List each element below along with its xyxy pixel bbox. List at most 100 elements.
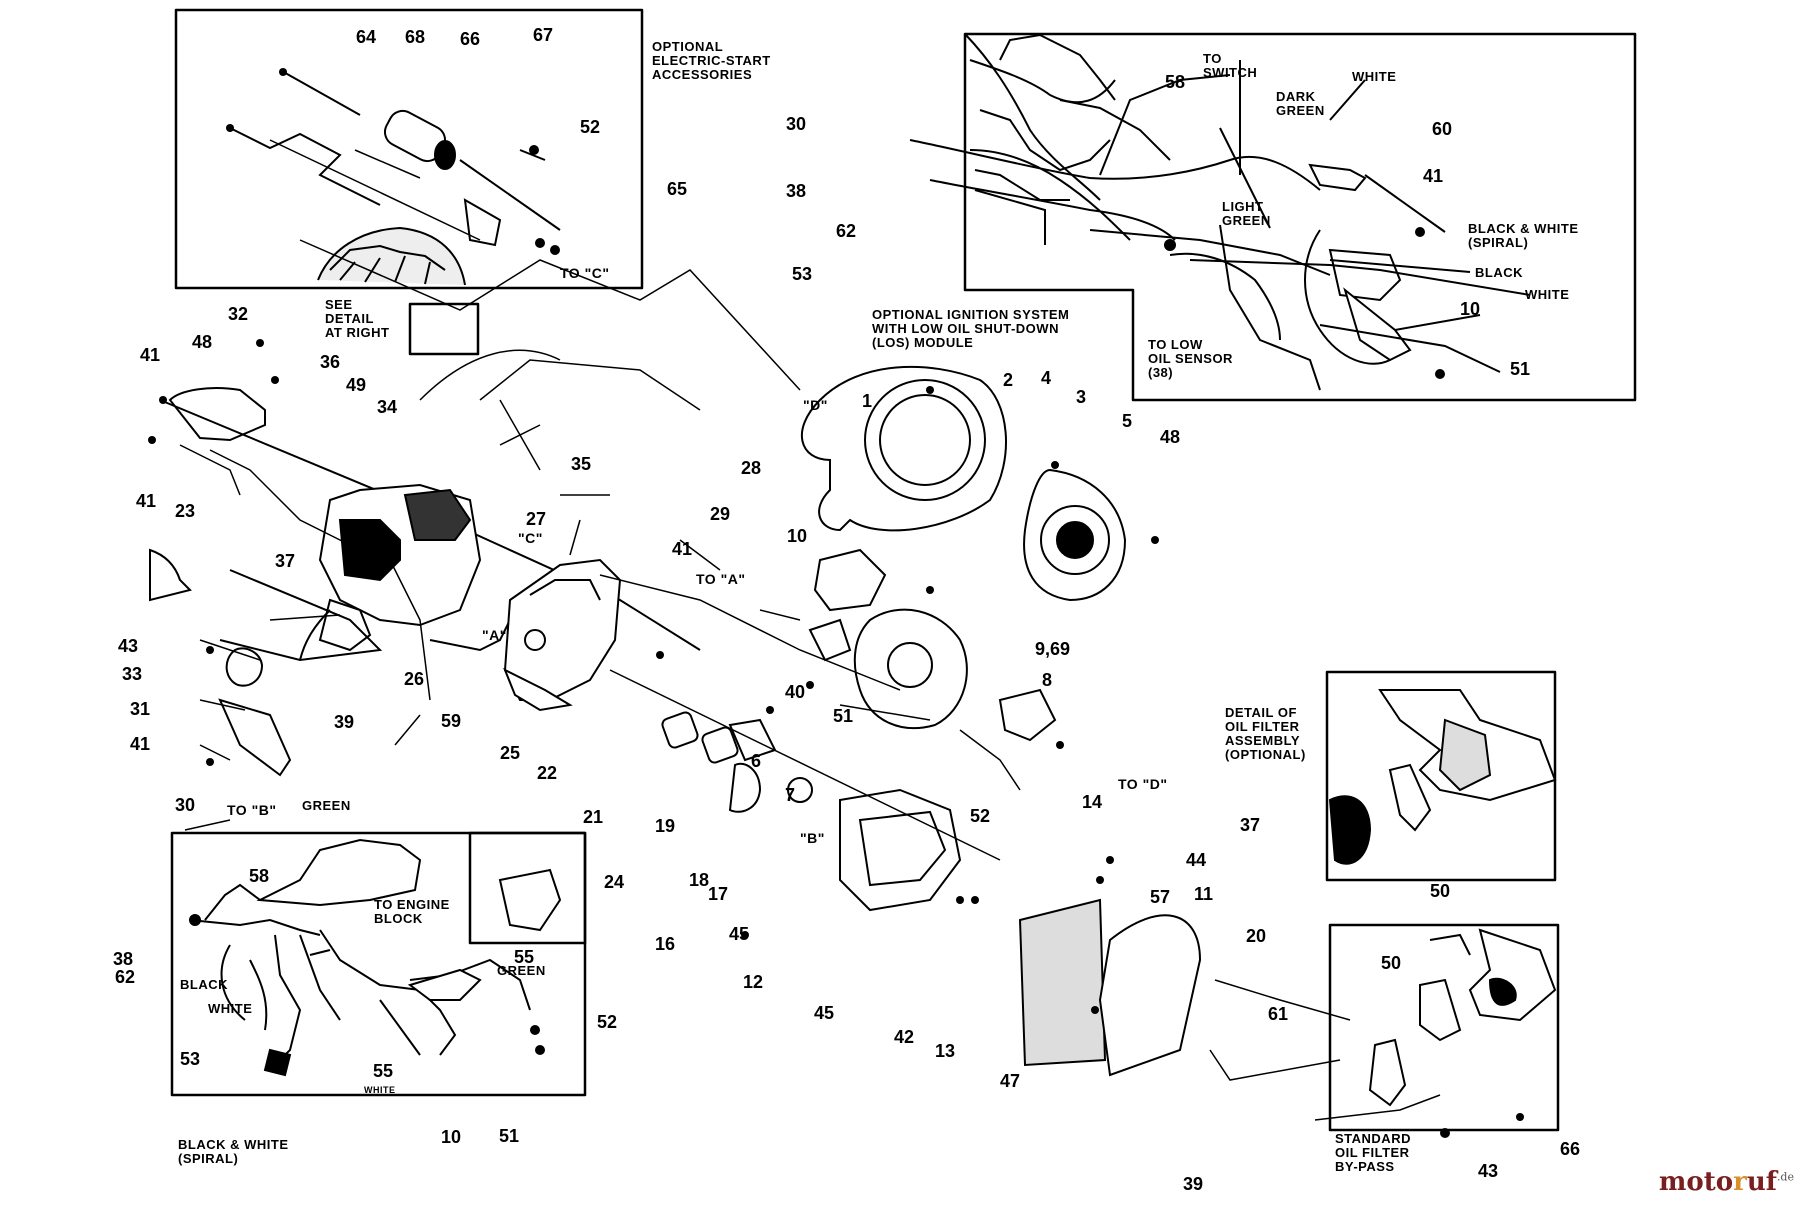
part-number-label: 66: [460, 29, 481, 49]
reference-letter-label: "A": [482, 627, 507, 643]
inset-wiring-bottom: [170, 831, 587, 1097]
part-number-label: 51: [499, 1126, 520, 1146]
part-number-label: 41: [672, 539, 693, 559]
part-number-label: 52: [580, 117, 601, 137]
part-number-label: 17: [708, 884, 729, 904]
caption-white-left: WHITE: [208, 1001, 253, 1016]
part-number-label: 40: [785, 682, 806, 702]
part-number-label: 51: [833, 706, 854, 726]
part-number-label: 68: [405, 27, 426, 47]
electric-start-parts: [229, 69, 561, 286]
caption-white-mid: WHITE: [1525, 287, 1570, 302]
part-number-label: 41: [1423, 166, 1444, 186]
part-number-label: 34: [377, 397, 398, 417]
engine-body: [149, 365, 1202, 1077]
part-number-label: 7: [785, 785, 796, 805]
part-number-label: 27: [526, 509, 547, 529]
part-number-label: 60: [1432, 119, 1453, 139]
part-number-label: 59: [441, 711, 462, 731]
inset-los-module: [963, 32, 1637, 402]
inset-oil-filter-detail: [1325, 670, 1557, 882]
caption-dark-green: DARK GREEN: [1276, 89, 1325, 119]
part-number-label: 10: [1460, 299, 1481, 319]
part-number-label: 48: [1160, 427, 1181, 447]
reference-letter-label: TO "D": [1118, 776, 1168, 792]
part-number-label: 11: [1194, 884, 1214, 904]
part-number-label: 48: [192, 332, 213, 352]
caption-black-white-spiral-top: BLACK & WHITE (SPIRAL): [1468, 221, 1579, 251]
caption-los-module: OPTIONAL IGNITION SYSTEM WITH LOW OIL SH…: [872, 307, 1070, 351]
part-number-label: 44: [1186, 850, 1207, 870]
part-number-label: 3: [1076, 387, 1087, 407]
part-number-label: 30: [786, 114, 807, 134]
reference-letter-label: TO "C": [560, 265, 610, 281]
inset-stator-detail: [468, 831, 587, 945]
part-number-label: 66: [1560, 1139, 1581, 1159]
part-number-label: 43: [118, 636, 139, 656]
caption-black-left: BLACK: [180, 977, 228, 992]
part-number-label: 65: [667, 179, 688, 199]
part-number-label: 28: [741, 458, 762, 478]
part-number-label: 50: [1430, 881, 1451, 901]
part-number-label: 61: [1268, 1004, 1289, 1024]
part-number-label: 10: [787, 526, 808, 546]
part-number-label: 8: [1042, 670, 1053, 690]
part-number-label: 33: [122, 664, 143, 684]
caption-electric-start: OPTIONAL ELECTRIC-START ACCESSORIES: [652, 39, 771, 83]
caption-detail-oil-filter: DETAIL OF OIL FILTER ASSEMBLY (OPTIONAL): [1225, 705, 1306, 763]
reference-letter-label: "D": [803, 397, 828, 413]
part-number-label: 23: [175, 501, 196, 521]
caption-light-green: LIGHT GREEN: [1222, 199, 1271, 229]
oil-filter-parts: [1328, 689, 1557, 1107]
part-number-label: 64: [356, 27, 377, 47]
part-number-label: 4: [1041, 368, 1052, 388]
part-number-label: 37: [275, 551, 296, 571]
watermark-logo: motoruf.de: [1658, 1167, 1794, 1197]
part-number-label: 35: [571, 454, 592, 474]
part-number-label: 1: [862, 391, 873, 411]
caption-black-white-spiral-bottom: BLACK & WHITE (SPIRAL): [178, 1137, 289, 1167]
part-number-label: 14: [1082, 792, 1103, 812]
part-number-label: 58: [249, 866, 270, 886]
part-number-label: 13: [935, 1041, 956, 1061]
part-number-label: 38: [113, 949, 134, 969]
part-number-label: 62: [115, 967, 136, 987]
part-number-label: 9,69: [1035, 639, 1071, 659]
part-number-label: 58: [1165, 72, 1186, 92]
part-number-label: 41: [130, 734, 151, 754]
part-number-label: 6: [751, 751, 762, 771]
caption-black-top: BLACK: [1475, 265, 1523, 280]
part-number-label: 62: [836, 221, 857, 241]
part-number-label: 38: [786, 181, 807, 201]
part-number-label: 18: [689, 870, 710, 890]
caption-white-small: WHITE: [364, 1085, 396, 1095]
part-number-label: 57: [1150, 887, 1171, 907]
fastener-dots: [148, 68, 1524, 1138]
part-number-label: 29: [710, 504, 731, 524]
part-number-label: 67: [533, 25, 554, 45]
part-number-label: 24: [604, 872, 625, 892]
caption-green-right: GREEN: [497, 963, 546, 978]
part-number-label: 39: [334, 712, 355, 732]
reference-letter-label: "B": [800, 830, 825, 846]
part-number-label: 25: [500, 743, 521, 763]
reference-letter-label: "C": [518, 530, 543, 546]
caption-to-switch: TO SWITCH: [1203, 51, 1258, 81]
part-number-label: 10: [441, 1127, 462, 1147]
part-number-label: 36: [320, 352, 341, 372]
part-number-label: 39: [1183, 1174, 1204, 1194]
part-number-label: 45: [814, 1003, 835, 1023]
los-module-wiring: [909, 33, 1531, 391]
part-number-label: 51: [1510, 359, 1531, 379]
caption-white-top: WHITE: [1352, 69, 1397, 84]
part-number-label: 41: [140, 345, 161, 365]
caption-to-low-oil: TO LOW OIL SENSOR (38): [1148, 337, 1233, 381]
part-number-label: 49: [346, 375, 367, 395]
part-number-label: 45: [729, 924, 750, 944]
part-number-label: 41: [136, 491, 157, 511]
part-number-label: 31: [130, 699, 151, 719]
part-number-label: 22: [537, 763, 558, 783]
part-number-label: 55: [373, 1061, 394, 1081]
part-number-label: 21: [583, 807, 604, 827]
